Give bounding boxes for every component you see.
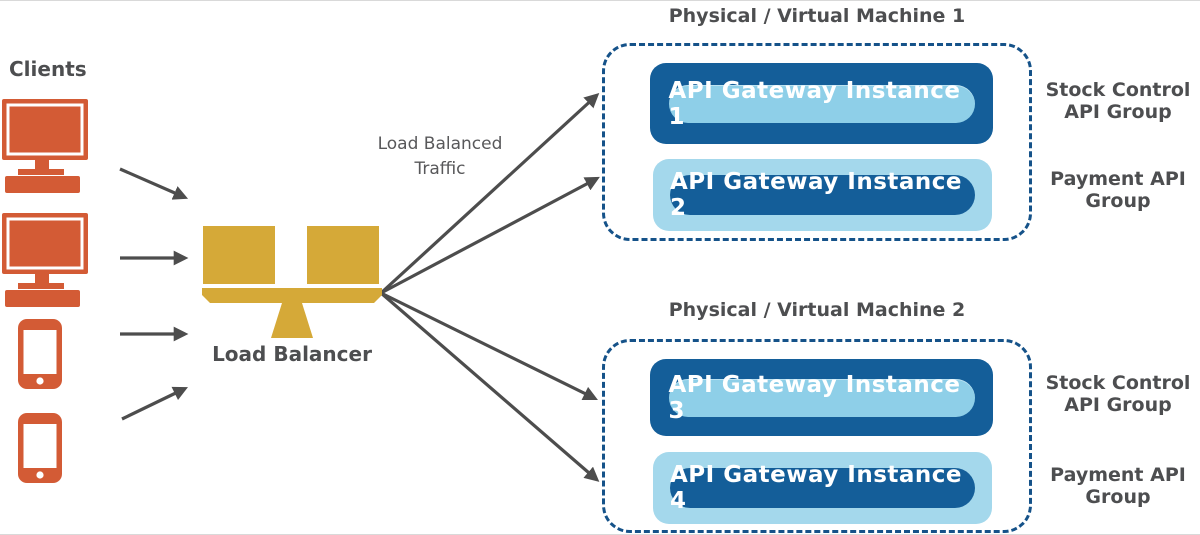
machine-2-box	[602, 339, 1032, 533]
lb-arrow-instance-1	[379, 93, 600, 295]
traffic-label-line1: Load Balanced	[377, 134, 503, 154]
traffic-label-line2: Traffic	[414, 159, 466, 179]
client-arrow-4	[121, 386, 188, 421]
smartphone-icon	[18, 319, 62, 389]
traffic-label: Load Balanced Traffic	[345, 132, 535, 182]
group-label-line: Payment API	[1050, 168, 1186, 190]
api-gateway-instance-3: API Gateway Instance 3	[650, 359, 993, 436]
group-label-line: API Group	[1064, 101, 1172, 123]
api-gateway-instance-1: API Gateway Instance 1	[650, 63, 993, 144]
load-balancer-label: Load Balancer	[212, 342, 372, 366]
lb-arrow-instance-3	[380, 291, 598, 401]
api-gateway-instance-2: API Gateway Instance 2	[653, 159, 992, 231]
group-label-line: Group	[1085, 486, 1151, 508]
lb-arrow-instance-2	[380, 176, 600, 295]
machine-1-payment-group-label: Payment API Group	[1036, 168, 1200, 212]
desktop-icon	[2, 213, 88, 307]
lb-arrow-instance-4	[379, 291, 600, 482]
balance-scale-icon	[202, 226, 382, 338]
machine-1-title: Physical / Virtual Machine 1	[668, 5, 966, 27]
api-gateway-instance-4-label: API Gateway Instance 4	[670, 462, 975, 514]
machine-2-payment-group-label: Payment API Group	[1036, 464, 1200, 508]
group-label-line: API Group	[1064, 394, 1172, 416]
machine-2-title: Physical / Virtual Machine 2	[668, 299, 966, 321]
clients-label: Clients	[9, 57, 87, 81]
api-gateway-instance-4: API Gateway Instance 4	[653, 452, 992, 524]
group-label-line: Stock Control	[1045, 79, 1191, 101]
client-arrow-1	[119, 167, 189, 200]
smartphone-icon	[18, 413, 62, 483]
group-label-line: Group	[1085, 190, 1151, 212]
group-label-line: Stock Control	[1045, 372, 1191, 394]
machine-1-stock-control-group-label: Stock Control API Group	[1036, 79, 1200, 123]
group-label-line: Payment API	[1050, 464, 1186, 486]
desktop-icon	[2, 99, 88, 193]
api-gateway-instance-1-label: API Gateway Instance 1	[668, 78, 975, 130]
machine-1-box	[602, 43, 1032, 241]
api-gateway-instance-3-label: API Gateway Instance 3	[668, 372, 975, 424]
machine-2-stock-control-group-label: Stock Control API Group	[1036, 372, 1200, 416]
api-gateway-instance-2-label: API Gateway Instance 2	[670, 169, 975, 221]
